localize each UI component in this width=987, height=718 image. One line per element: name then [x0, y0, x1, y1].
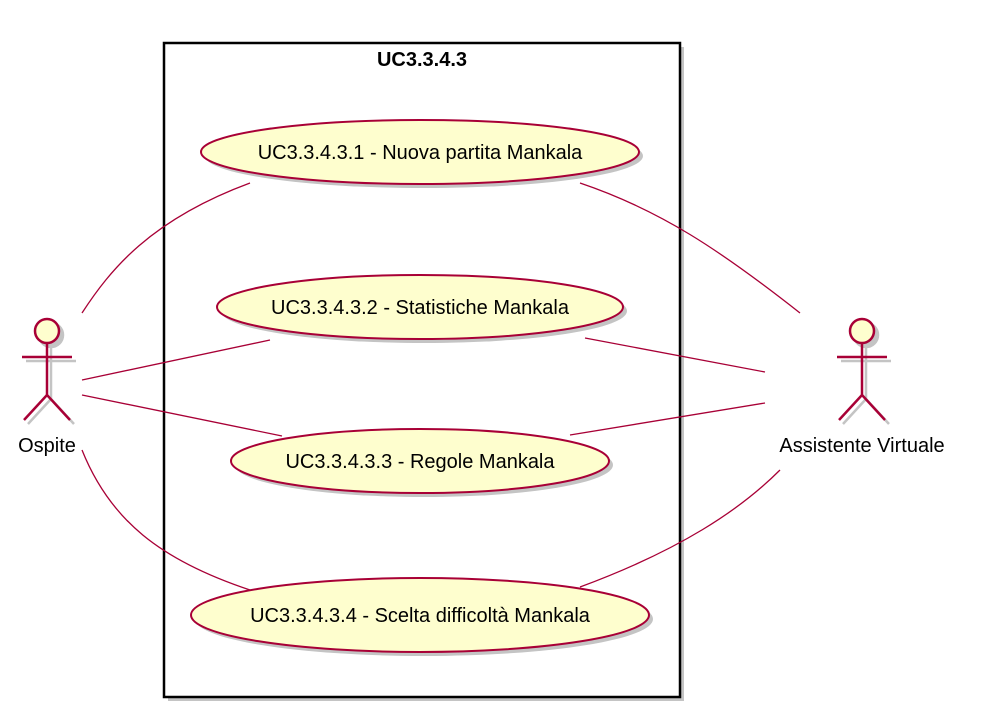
stick-figure-icon	[837, 317, 887, 421]
use-case-ellipse	[216, 274, 624, 340]
use-case-label: UC3.3.4.3.1 - Nuova partita Mankala	[258, 142, 583, 164]
associations	[81, 182, 801, 591]
use-case-ellipse	[200, 119, 640, 185]
use-case-uc1[interactable]: UC3.3.4.3.1 - Nuova partita Mankala	[200, 119, 643, 188]
association-ospite-uc4	[81, 449, 251, 591]
actor-ospite[interactable]: Ospite	[18, 317, 76, 457]
association-uc1-assistente	[579, 182, 801, 314]
association-ospite-uc3	[81, 394, 283, 437]
actor-name: Assistente Virtuale	[779, 435, 944, 457]
use-case-uc4[interactable]: UC3.3.4.3.4 - Scelta difficoltà Mankala	[190, 577, 653, 656]
association-ospite-uc2	[81, 339, 271, 381]
association-uc2-assistente	[584, 337, 766, 373]
stick-figure-icon	[22, 317, 72, 421]
actor-name: Ospite	[18, 435, 76, 457]
association-ospite-uc1	[81, 182, 251, 314]
association-uc3-assistente	[569, 402, 766, 436]
use-case-label: UC3.3.4.3.4 - Scelta difficoltà Mankala	[250, 605, 591, 627]
boundary-title: UC3.3.4.3	[377, 49, 467, 71]
use-case-uc3[interactable]: UC3.3.4.3.3 - Regole Mankala	[230, 428, 613, 497]
use-case-label: UC3.3.4.3.2 - Statistiche Mankala	[271, 297, 570, 319]
use-case-ellipse	[230, 428, 610, 494]
use-case-label: UC3.3.4.3.3 - Regole Mankala	[285, 451, 555, 473]
actor-assistente-virtuale[interactable]: Assistente Virtuale	[779, 317, 945, 457]
use-case-uc2[interactable]: UC3.3.4.3.2 - Statistiche Mankala	[216, 274, 627, 343]
use-case-ellipse	[190, 577, 650, 653]
association-uc4-assistente	[579, 469, 781, 588]
